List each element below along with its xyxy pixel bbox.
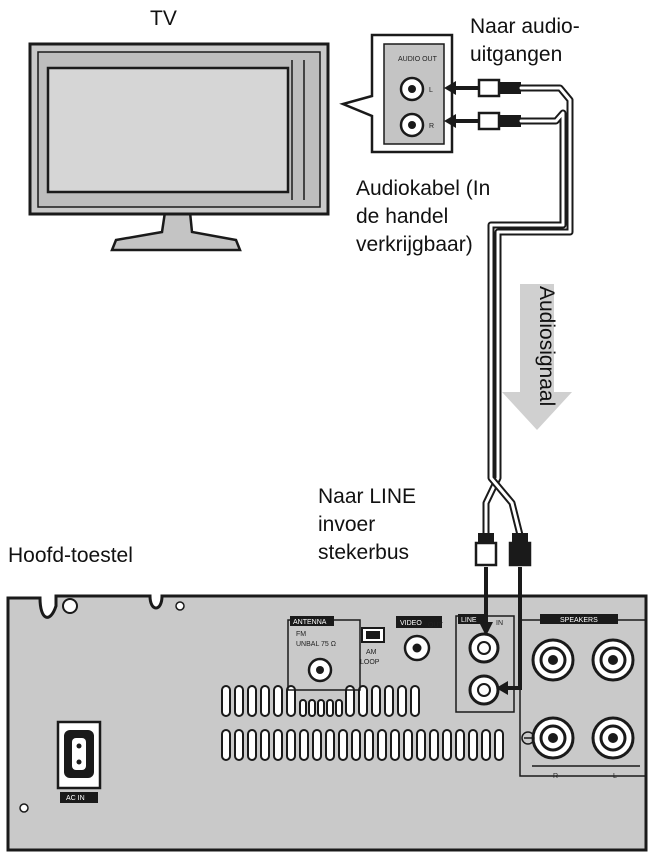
svg-text:VIDEO: VIDEO <box>400 620 422 627</box>
vent-slot <box>358 685 368 717</box>
minus-symbol <box>521 731 535 745</box>
cable-label-2: de handel <box>356 205 449 228</box>
cable-label-1: Audiokabel (In <box>356 177 491 200</box>
vent-slot <box>325 729 335 761</box>
vent-slots-upper <box>221 685 420 717</box>
vent-slot <box>410 685 420 717</box>
cable-plugs-top <box>477 78 521 131</box>
to-line-in-label-1: Naar LINE <box>318 485 417 508</box>
vent-slot <box>481 729 491 761</box>
vent-slot <box>397 685 407 717</box>
vent-slot <box>221 685 231 717</box>
main-unit-panel: AC IN ANTENNA FM UNBAL 75 Ω AM LOOP VIDE… <box>6 594 648 852</box>
vent-slot <box>416 729 426 761</box>
vent-slot <box>371 685 381 717</box>
vent-slot <box>345 685 355 717</box>
line-in-insert-arrows <box>484 567 522 690</box>
vent-slot <box>221 729 231 761</box>
vent-slot <box>351 729 361 761</box>
svg-text:LINE: LINE <box>461 617 477 624</box>
tv-screen <box>46 66 290 194</box>
svg-text:L: L <box>613 773 617 780</box>
to-audio-out-label-1: Naar audio- <box>470 15 580 38</box>
vent-slot <box>273 729 283 761</box>
svg-text:IN: IN <box>496 620 503 627</box>
svg-text:OUT: OUT <box>428 622 444 629</box>
tv-stand <box>110 210 242 252</box>
svg-text:FM: FM <box>296 631 306 638</box>
vent-slot <box>494 729 504 761</box>
speaker-terminal-r-top <box>531 638 575 682</box>
tv-set <box>28 42 330 252</box>
to-line-in-label-3: stekerbus <box>318 541 410 564</box>
signal-arrow <box>502 284 572 430</box>
cable-label-3: verkrijgbaar) <box>356 233 473 256</box>
vent-slot <box>286 685 296 717</box>
video-out-block: VIDEO OUT <box>396 616 444 662</box>
audio-cable <box>482 84 574 539</box>
speaker-terminal-r-bottom <box>531 716 575 760</box>
vent-slot <box>403 729 413 761</box>
vent-slot <box>429 729 439 761</box>
audio-out-callout: AUDIO OUT L R <box>339 33 454 154</box>
tv-label: TV <box>150 7 177 30</box>
vent-slot <box>234 729 244 761</box>
vent-slot <box>468 729 478 761</box>
ac-in-label: AC IN <box>66 795 85 802</box>
vent-slot <box>326 699 334 717</box>
vent-slot <box>384 685 394 717</box>
vent-slot <box>335 699 343 717</box>
to-audio-out-label-2: uitgangen <box>470 43 563 66</box>
vent-slot <box>247 685 257 717</box>
svg-text:LOOP: LOOP <box>360 659 380 666</box>
svg-text:R: R <box>553 773 558 780</box>
vent-slot <box>377 729 387 761</box>
speakers-block: SPEAKERS <box>519 614 647 780</box>
vent-slot <box>455 729 465 761</box>
vent-slot <box>312 729 322 761</box>
vent-slot <box>308 699 316 717</box>
antenna-block: ANTENNA FM UNBAL 75 Ω AM LOOP <box>287 616 385 691</box>
vent-slot <box>260 729 270 761</box>
vent-slot <box>286 729 296 761</box>
line-in-block: LINE IN <box>455 614 515 713</box>
tv-insert-arrows <box>444 81 478 128</box>
audio-out-text: AUDIO OUT <box>398 56 438 63</box>
audio-signal-label: Audiosignaal <box>535 286 558 407</box>
vent-slots-lower <box>221 729 504 761</box>
main-unit-label: Hoofd-toestel <box>8 544 133 567</box>
vent-slot <box>317 699 325 717</box>
speaker-terminal-l-top <box>591 638 635 682</box>
svg-text:AM: AM <box>366 649 377 656</box>
vent-slot <box>364 729 374 761</box>
vent-slot <box>442 729 452 761</box>
to-line-in-label-2: invoer <box>318 513 376 536</box>
svg-text:L: L <box>429 87 433 94</box>
vent-slot <box>234 685 244 717</box>
cable-plugs-bottom <box>474 533 532 567</box>
vent-slot <box>247 729 257 761</box>
vent-slot <box>273 685 283 717</box>
svg-text:SPEAKERS: SPEAKERS <box>560 617 598 624</box>
svg-text:ANTENNA: ANTENNA <box>293 619 327 626</box>
vent-slot <box>299 729 309 761</box>
vent-slot <box>338 729 348 761</box>
vent-slot <box>390 729 400 761</box>
svg-text:UNBAL 75 Ω: UNBAL 75 Ω <box>296 641 336 648</box>
vent-slot <box>260 685 270 717</box>
vent-slot <box>299 699 307 717</box>
ac-in-socket: AC IN <box>56 720 102 803</box>
svg-text:R: R <box>429 123 434 130</box>
speaker-terminal-l-bottom <box>591 716 635 760</box>
